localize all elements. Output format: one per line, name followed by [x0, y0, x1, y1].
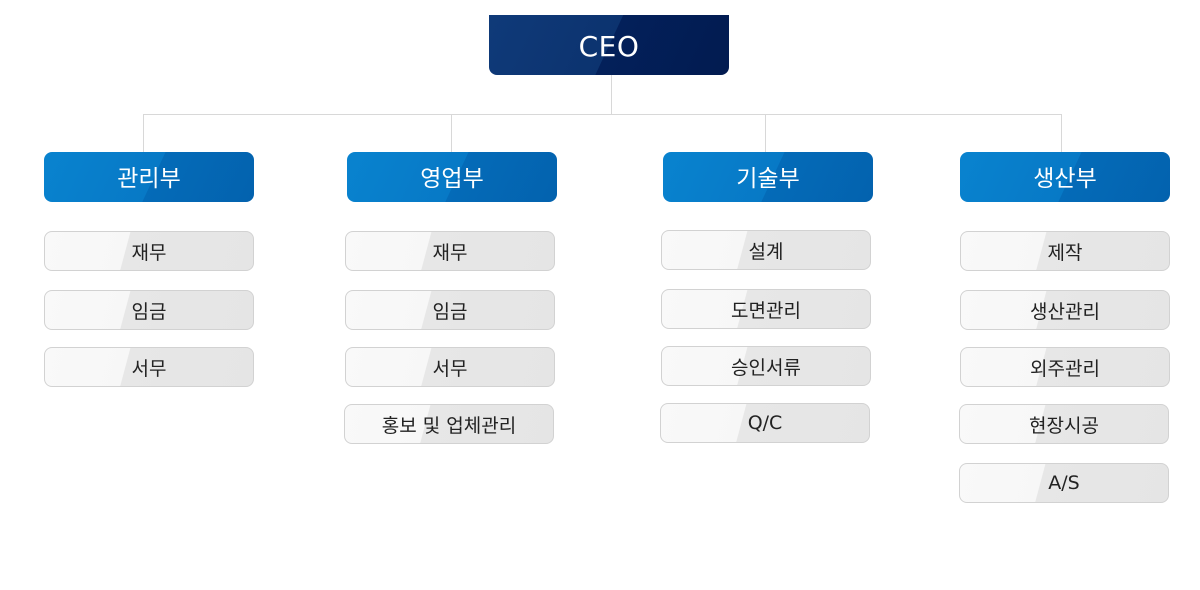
sub-item: Q/C	[660, 403, 870, 443]
sub-item-label: 외주관리	[1030, 357, 1100, 380]
sub-item-label: 재무	[131, 241, 167, 264]
department-label: 기술부	[736, 166, 800, 192]
sub-item: 현장시공	[959, 404, 1169, 444]
sub-item: 서무	[44, 347, 254, 387]
sub-item-label: 제작	[1047, 241, 1083, 264]
ceo-connector-line	[611, 75, 612, 114]
department-label: 관리부	[117, 166, 181, 192]
dept-connector-line-3	[765, 114, 766, 152]
sub-item-label: 임금	[131, 300, 167, 323]
dept-connector-line-2	[451, 114, 452, 152]
horizontal-connector-line	[143, 114, 1062, 115]
sub-item-label: 설계	[748, 240, 784, 263]
department-box-sales: 영업부	[347, 152, 557, 202]
dept-connector-line-4	[1061, 114, 1062, 152]
department-label: 생산부	[1033, 166, 1097, 192]
sub-item: 승인서류	[661, 346, 871, 386]
sub-item-label: Q/C	[747, 412, 783, 434]
sub-item-label: 생산관리	[1030, 300, 1100, 323]
sub-item-label: A/S	[1048, 472, 1080, 494]
department-box-production: 생산부	[960, 152, 1170, 202]
sub-item-label: 서무	[432, 357, 468, 380]
ceo-box: CEO	[489, 15, 729, 75]
sub-item: 제작	[960, 231, 1170, 271]
department-box-management: 관리부	[44, 152, 254, 202]
department-box-technical: 기술부	[663, 152, 873, 202]
sub-item-label: 도면관리	[731, 299, 801, 322]
sub-item: 외주관리	[960, 347, 1170, 387]
dept-connector-line-1	[143, 114, 144, 152]
sub-item: 설계	[661, 230, 871, 270]
sub-item-label: 재무	[432, 241, 468, 264]
department-label: 영업부	[420, 166, 484, 192]
sub-item-label: 현장시공	[1029, 414, 1099, 437]
sub-item-label: 홍보 및 업체관리	[381, 414, 517, 437]
sub-item: 서무	[345, 347, 555, 387]
sub-item: 홍보 및 업체관리	[344, 404, 554, 444]
ceo-label: CEO	[578, 29, 640, 63]
sub-item-label: 서무	[131, 357, 167, 380]
sub-item: 재무	[345, 231, 555, 271]
sub-item: 생산관리	[960, 290, 1170, 330]
sub-item: A/S	[959, 463, 1169, 503]
sub-item: 재무	[44, 231, 254, 271]
sub-item: 임금	[345, 290, 555, 330]
sub-item-label: 승인서류	[731, 356, 801, 379]
sub-item: 도면관리	[661, 289, 871, 329]
sub-item-label: 임금	[432, 300, 468, 323]
sub-item: 임금	[44, 290, 254, 330]
